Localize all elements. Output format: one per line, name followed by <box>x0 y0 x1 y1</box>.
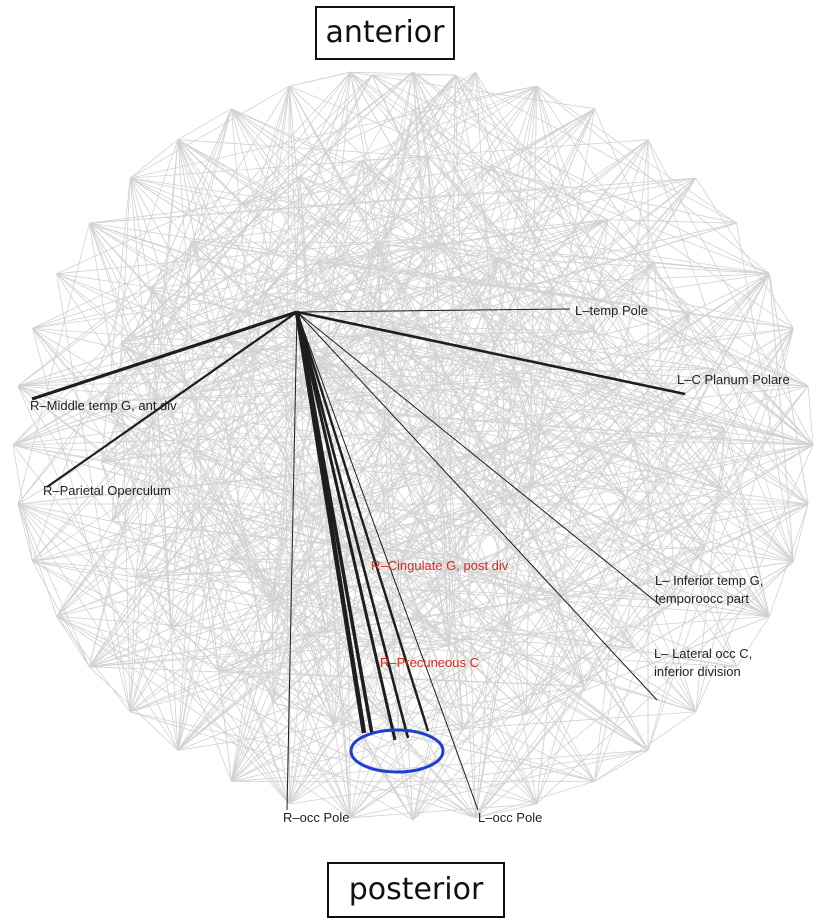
background-edge <box>89 667 177 751</box>
background-edge <box>289 428 724 804</box>
background-edge <box>18 223 90 504</box>
background-edge <box>654 262 675 601</box>
posterior-label: posterior <box>327 862 505 918</box>
label-r-middle-temp: R–Middle temp G, ant div <box>30 398 177 413</box>
background-edges <box>13 72 813 820</box>
label-l-lateral-occ-2: inferior division <box>654 664 741 679</box>
background-edge <box>130 178 191 242</box>
background-edge <box>595 712 696 781</box>
label-l-inferior-temp-1: L– Inferior temp G, <box>655 573 763 588</box>
background-edge <box>178 140 428 157</box>
background-edge <box>300 176 808 386</box>
background-edge <box>455 75 813 445</box>
edge-to-l-temp-pole <box>297 309 570 312</box>
label-r-cingulate: R–Cingulate G, post div <box>371 558 509 573</box>
background-edge <box>57 616 449 646</box>
label-l-temp-pole: L–temp Pole <box>575 303 648 318</box>
background-edge <box>705 274 770 547</box>
background-edge <box>595 750 649 781</box>
label-l-inferior-temp-2: temporoocc part <box>655 591 749 606</box>
label-l-lateral-occ-1: L– Lateral occ C, <box>654 646 752 661</box>
background-edge <box>265 75 455 294</box>
background-edge <box>18 504 90 667</box>
label-l-c-planum-polare: L–C Planum Polare <box>677 372 790 387</box>
background-edge <box>57 616 476 818</box>
background-edge <box>33 289 151 328</box>
label-l-occ-pole: L–occ Pole <box>478 810 542 825</box>
background-edge <box>608 220 737 224</box>
label-r-parietal-operculum: R–Parietal Operculum <box>43 483 171 498</box>
background-edge <box>808 386 813 445</box>
label-r-occ-pole: R–occ Pole <box>283 810 349 825</box>
background-edge <box>350 72 813 445</box>
background-edge <box>57 521 113 616</box>
background-edge <box>13 445 289 804</box>
label-r-precuneous: R–Precuneous C <box>380 655 479 670</box>
background-edge <box>130 178 150 289</box>
background-edge <box>18 504 178 750</box>
